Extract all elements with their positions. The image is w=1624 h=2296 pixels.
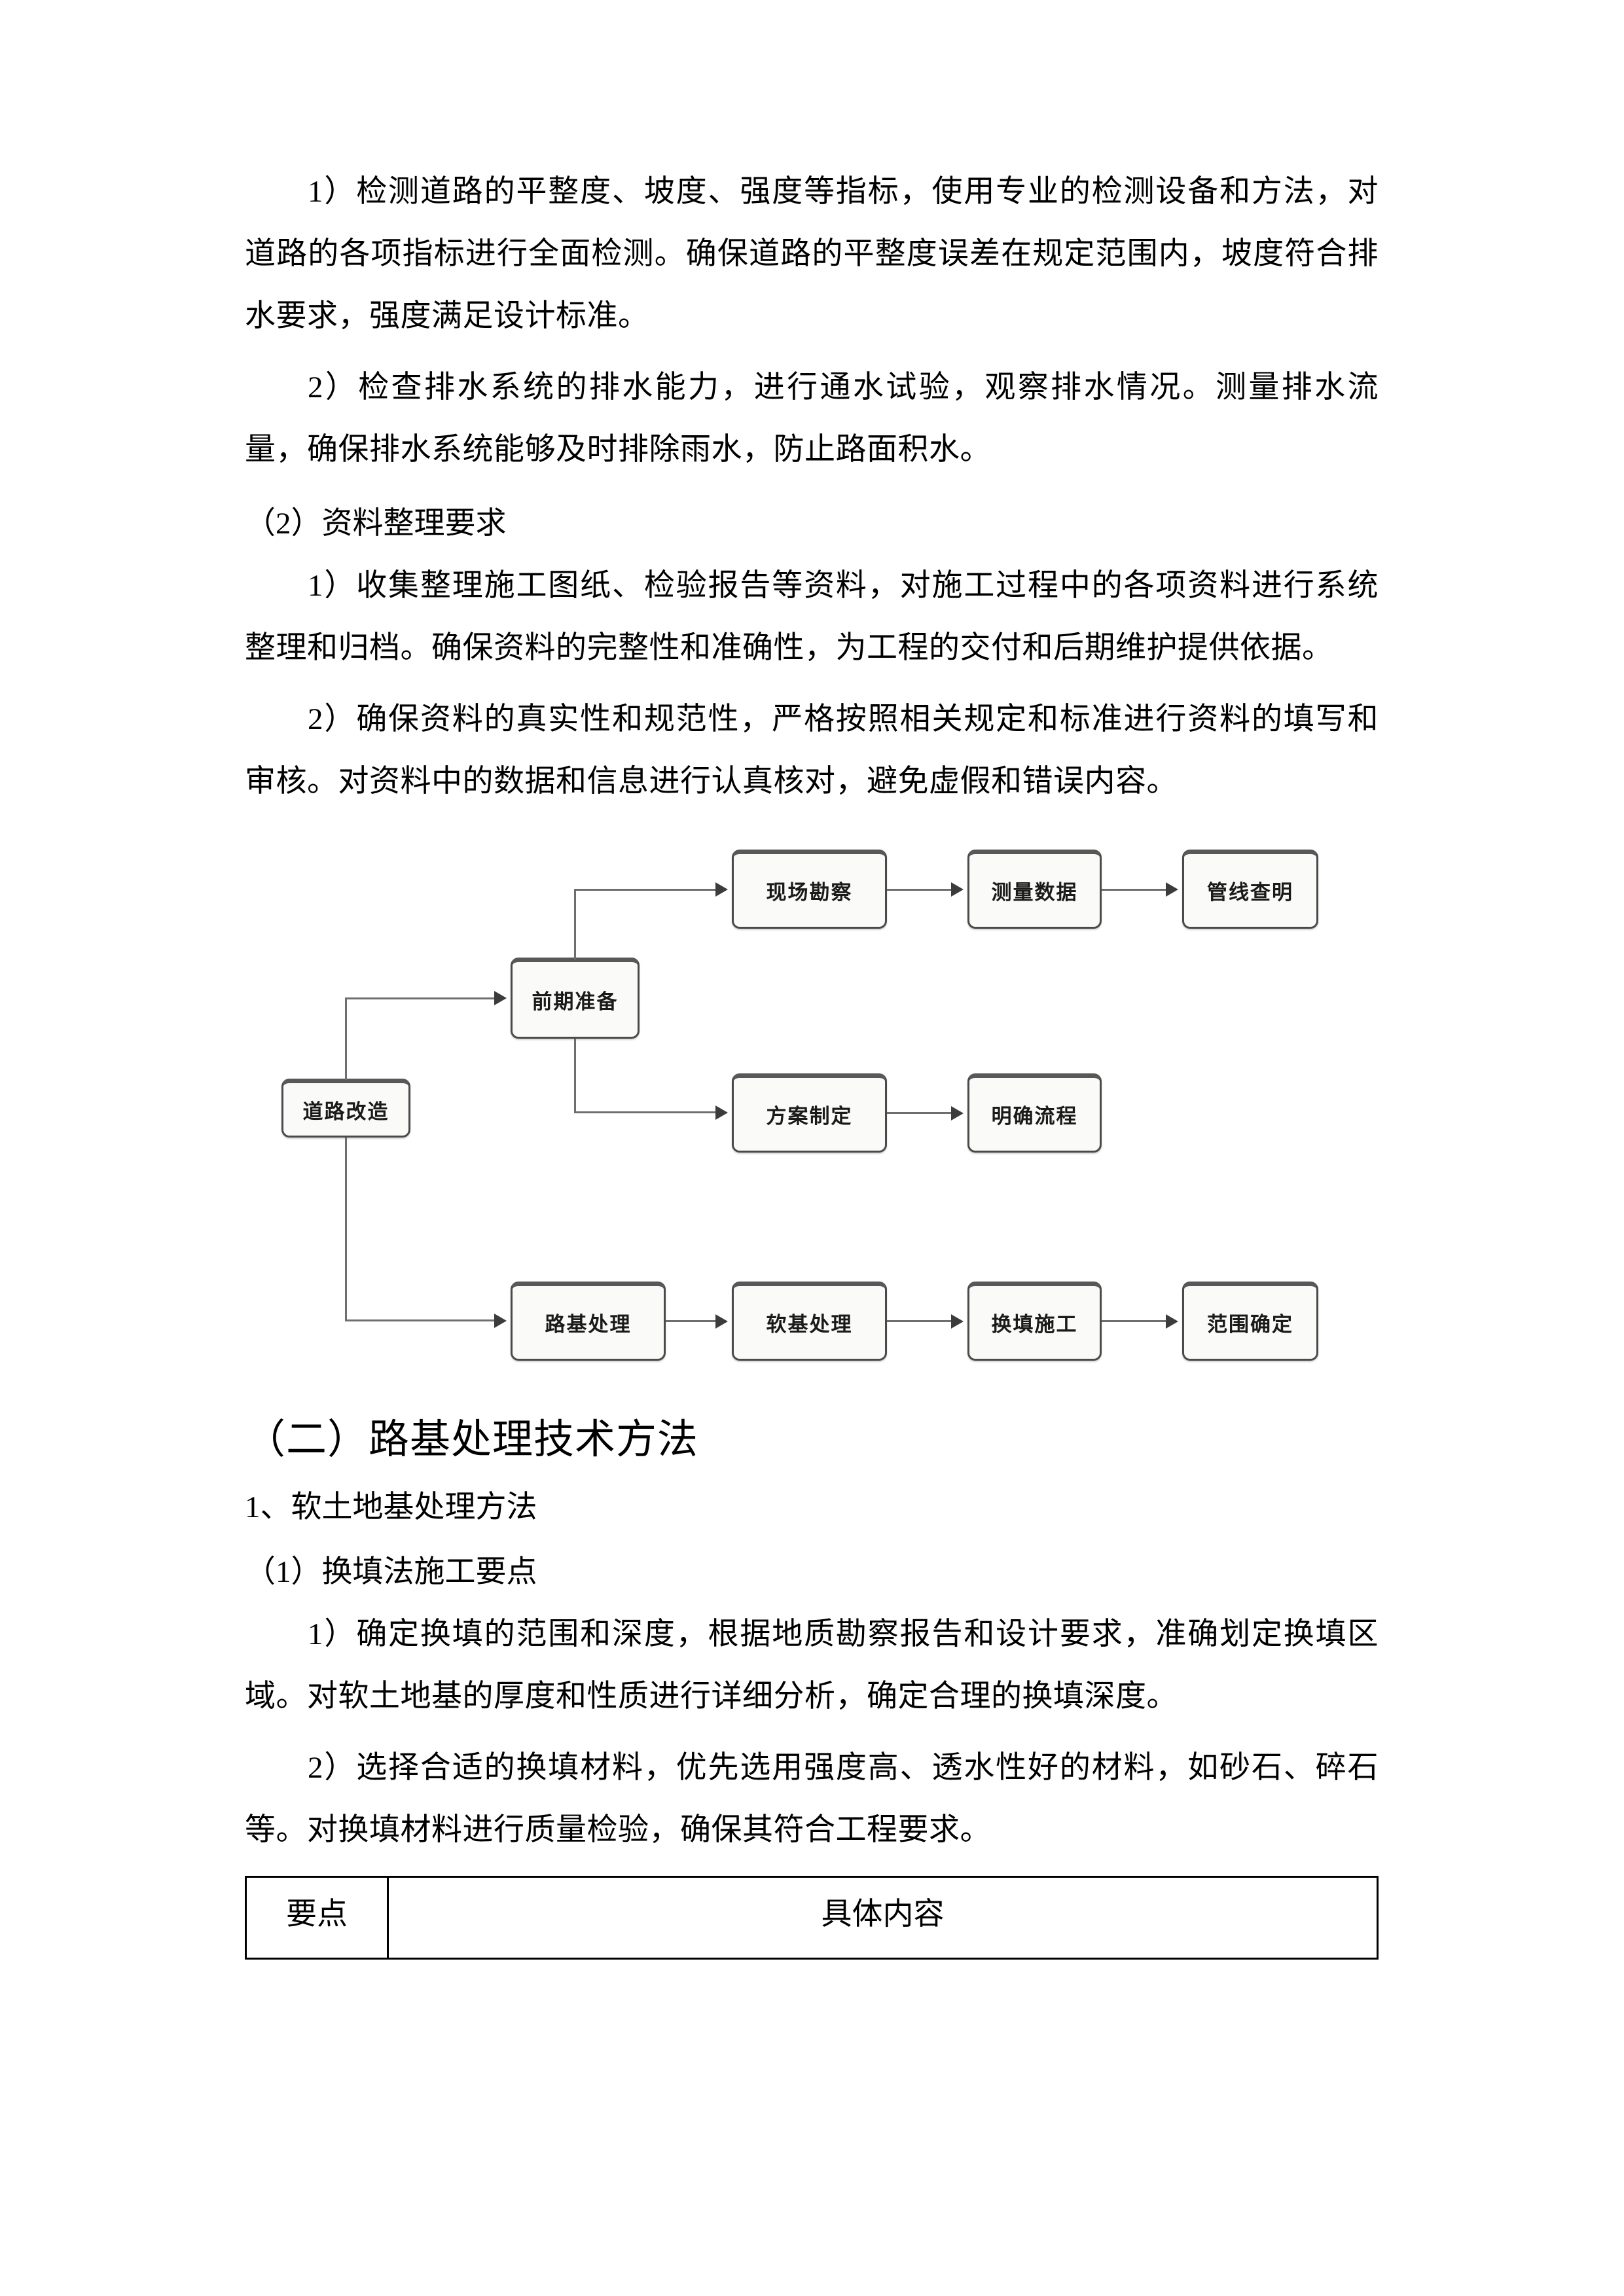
flow-node-road-reconstruction[interactable]: 道路改造 — [281, 1079, 410, 1138]
flow-node-label: 软基处理 — [766, 1313, 853, 1336]
flow-arrow-measure-to-pipeline — [1166, 882, 1178, 897]
flow-node-replacement-construction[interactable]: 换填施工 — [967, 1282, 1102, 1361]
flow-node-scope-determination[interactable]: 范围确定 — [1182, 1282, 1318, 1361]
flow-edge-prep-to-survey-vertical — [574, 889, 576, 960]
document-body: 1）检测道路的平整度、坡度、强度等指标，使用专业的检测设备和方法，对道路的各项指… — [245, 0, 1379, 1960]
flow-arrow-prep-to-survey — [715, 882, 728, 897]
paragraph-inspection-indicators: 1）检测道路的平整度、坡度、强度等指标，使用专业的检测设备和方法，对道路的各项指… — [245, 175, 1379, 333]
flow-edge-replace-to-scope — [1102, 1320, 1166, 1322]
flow-node-label: 方案制定 — [766, 1105, 853, 1128]
flow-edge-subgrade-to-soft — [666, 1320, 715, 1322]
flow-arrow-road-to-prep — [494, 991, 507, 1005]
paragraph-select-replacement-material: 2）选择合适的换填材料，优先选用强度高、透水性好的材料，如砂石、碎石等。对换填材… — [245, 1751, 1379, 1847]
flow-node-label: 测量数据 — [991, 881, 1078, 904]
flow-arrow-subgrade-to-soft — [715, 1314, 728, 1329]
flow-node-label: 范围确定 — [1207, 1313, 1293, 1336]
flow-node-preliminary-preparation[interactable]: 前期准备 — [511, 958, 640, 1039]
flow-edge-road-to-prep-horizontal — [345, 997, 494, 999]
table-header-row: 要点 具体内容 — [245, 1876, 1379, 1960]
flow-node-label: 明确流程 — [991, 1105, 1078, 1128]
heading-data-organization-requirements: （2）资料整理要求 — [245, 507, 507, 541]
flow-arrow-plan-to-process — [951, 1106, 964, 1121]
flow-edge-survey-to-measure — [887, 889, 951, 891]
flow-edge-soft-to-replace — [887, 1320, 951, 1322]
flow-edge-road-to-subgrade-vertical — [345, 1138, 347, 1321]
paragraph-collect-archive-documents: 1）收集整理施工图纸、检验报告等资料，对施工过程中的各项资料进行系统整理和归档。… — [245, 569, 1379, 665]
flow-node-label: 路基处理 — [545, 1313, 632, 1336]
key-points-table: 要点 具体内容 — [245, 1876, 1379, 1960]
table-header-key-point: 要点 — [245, 1876, 389, 1960]
paragraph-authenticity-standardization: 2）确保资料的真实性和规范性，严格按照相关规定和标准进行资料的填写和审核。对资料… — [245, 702, 1379, 798]
flow-node-subgrade-treatment[interactable]: 路基处理 — [511, 1282, 666, 1361]
flow-edge-prep-to-plan-vertical — [574, 1039, 576, 1113]
flow-node-label: 道路改造 — [302, 1100, 389, 1123]
flow-node-pipeline-identification[interactable]: 管线查明 — [1182, 850, 1318, 929]
flow-node-soft-base-treatment[interactable]: 软基处理 — [732, 1282, 887, 1361]
flow-node-site-survey[interactable]: 现场勘察 — [732, 850, 887, 929]
flow-arrow-replace-to-scope — [1166, 1314, 1178, 1329]
paragraph-drainage-check: 2）检查排水系统的排水能力，进行通水试验，观察排水情况。测量排水流量，确保排水系… — [245, 370, 1379, 467]
flow-arrow-road-to-subgrade — [494, 1314, 507, 1328]
flow-arrow-prep-to-plan — [715, 1105, 728, 1120]
flow-arrow-soft-to-replace — [951, 1314, 964, 1329]
flow-node-label: 前期准备 — [532, 990, 619, 1013]
heading-soft-soil-foundation-methods: 1、软土地基处理方法 — [245, 1490, 537, 1524]
flow-edge-road-to-prep-vertical — [345, 997, 347, 1080]
flowchart-road-reconstruction: 道路改造 前期准备 现场勘察 测量数据 管线查明 方案制定 明确流程 路基处理 — [245, 813, 1379, 1389]
flow-edge-prep-to-plan-horizontal — [574, 1111, 715, 1113]
flow-node-clarify-process[interactable]: 明确流程 — [967, 1073, 1102, 1153]
paragraph-determine-scope-depth: 1）确定换填的范围和深度，根据地质勘察报告和设计要求，准确划定换填区域。对软土地… — [245, 1617, 1379, 1713]
flow-node-label: 管线查明 — [1207, 881, 1293, 904]
table-header-specific-content: 具体内容 — [387, 1876, 1379, 1960]
heading-replacement-method-key-points: （1）换填法施工要点 — [245, 1555, 537, 1589]
flow-edge-prep-to-survey-horizontal — [574, 889, 715, 891]
flow-node-label: 现场勘察 — [766, 881, 853, 904]
section-heading-subgrade-technical-methods: （二）路基处理技术方法 — [245, 1418, 699, 1462]
flow-node-measurement-data[interactable]: 测量数据 — [967, 850, 1102, 929]
flow-edge-plan-to-process — [887, 1112, 951, 1114]
flow-node-plan-formulation[interactable]: 方案制定 — [732, 1073, 887, 1153]
flow-edge-measure-to-pipeline — [1102, 889, 1166, 891]
flow-edge-road-to-subgrade-horizontal — [345, 1319, 494, 1321]
flow-arrow-survey-to-measure — [951, 882, 964, 897]
flow-node-label: 换填施工 — [991, 1313, 1078, 1336]
